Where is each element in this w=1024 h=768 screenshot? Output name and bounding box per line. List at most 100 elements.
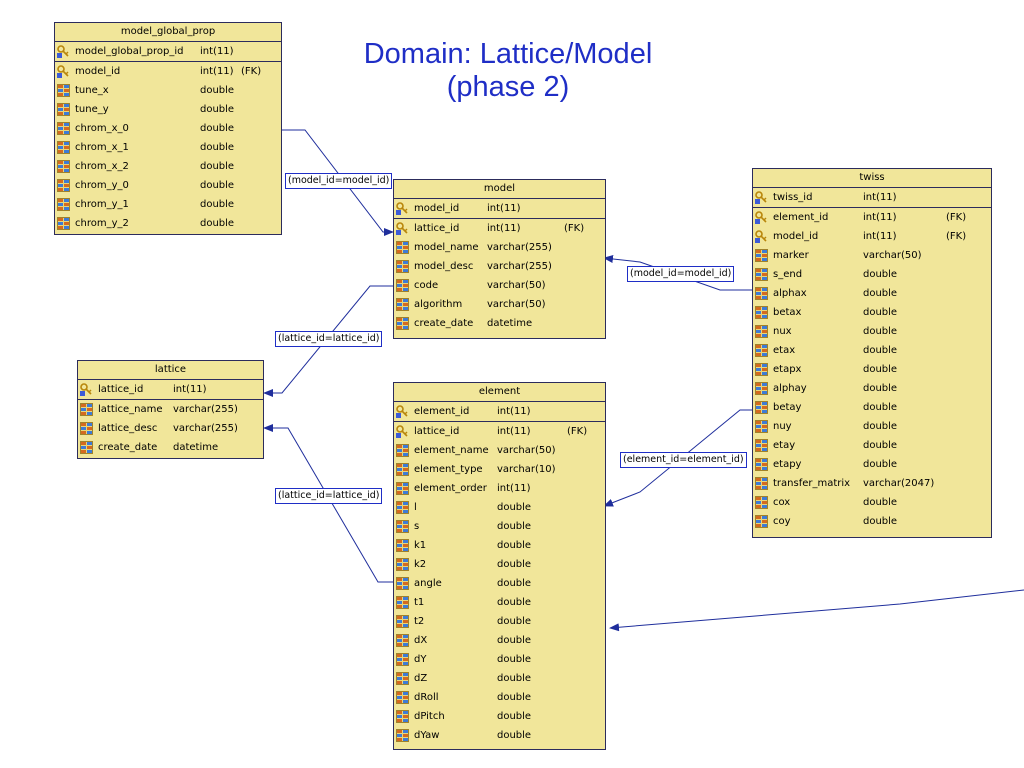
column-icon bbox=[396, 710, 409, 723]
column-type: double bbox=[497, 559, 532, 570]
column-icon bbox=[755, 287, 768, 300]
column-row[interactable]: lattice_id int(11) bbox=[78, 380, 263, 399]
column-icon bbox=[755, 439, 768, 452]
column-type: double bbox=[863, 421, 898, 432]
table-name: lattice bbox=[78, 361, 263, 380]
key-icon bbox=[755, 211, 768, 224]
column-icon bbox=[755, 477, 768, 490]
column-type: double bbox=[863, 307, 898, 318]
column-type: varchar(50) bbox=[863, 250, 922, 261]
column-name: nuy bbox=[773, 421, 792, 432]
column-type: int(11) bbox=[487, 223, 521, 234]
column-name: element_id bbox=[414, 406, 470, 417]
title-line-1: Domain: Lattice/Model bbox=[363, 38, 653, 70]
column-type: int(11) bbox=[497, 483, 531, 494]
column-name: l bbox=[414, 502, 417, 513]
column-name: alphay bbox=[773, 383, 807, 394]
key-icon bbox=[396, 405, 409, 418]
column-type: varchar(255) bbox=[487, 261, 552, 272]
column-name: lattice_id bbox=[98, 384, 144, 395]
column-icon bbox=[755, 325, 768, 338]
column-type: int(11) bbox=[173, 384, 207, 395]
column-icon bbox=[396, 615, 409, 628]
column-type: int(11) bbox=[863, 212, 897, 223]
column-icon bbox=[396, 260, 409, 273]
column-icon bbox=[396, 539, 409, 552]
column-icon bbox=[396, 520, 409, 533]
column-type: double bbox=[863, 269, 898, 280]
column-icon bbox=[80, 422, 93, 435]
column-type: varchar(255) bbox=[173, 423, 238, 434]
column-type: datetime bbox=[173, 442, 219, 453]
column-type: double bbox=[863, 440, 898, 451]
column-row[interactable]: nuy double bbox=[753, 417, 991, 436]
column-name: alphax bbox=[773, 288, 807, 299]
column-name: tune_y bbox=[75, 104, 109, 115]
column-icon bbox=[57, 179, 70, 192]
column-type: double bbox=[863, 345, 898, 356]
column-name: element_type bbox=[414, 464, 483, 475]
